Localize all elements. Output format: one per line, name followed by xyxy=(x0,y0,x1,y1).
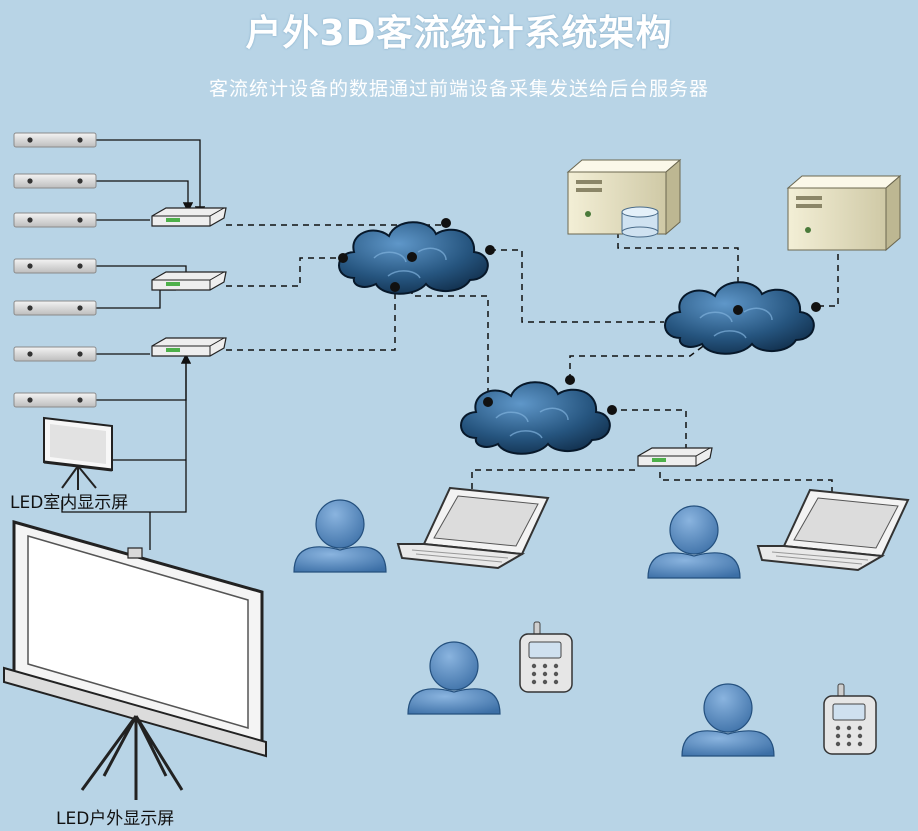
people-counter-6 xyxy=(13,346,97,362)
network-cloud-2 xyxy=(664,281,815,355)
user-3 xyxy=(407,641,501,715)
network-switch-3 xyxy=(151,337,227,357)
page-subtitle: 客流统计设备的数据通过前端设备采集发送给后台服务器 xyxy=(208,78,709,100)
people-counter-7 xyxy=(13,392,97,408)
network-cloud-3 xyxy=(460,381,611,455)
outdoor-led-screen xyxy=(3,520,267,800)
server-2 xyxy=(787,175,901,251)
network-switch-1 xyxy=(151,207,227,227)
user-1 xyxy=(293,499,387,573)
page-title: 户外3D客流统计系统架构 xyxy=(245,13,673,54)
network-switch-4 xyxy=(637,447,713,467)
mobile-phone-1 xyxy=(519,621,573,693)
laptop-2 xyxy=(757,489,909,571)
mobile-phone-2 xyxy=(823,683,877,755)
people-counter-4 xyxy=(13,258,97,274)
outdoor-screen-label: LED户外显示屏 xyxy=(56,809,175,829)
people-counter-3 xyxy=(13,212,97,228)
people-counter-5 xyxy=(13,300,97,316)
user-2 xyxy=(647,505,741,579)
people-counter-1 xyxy=(13,132,97,148)
user-4 xyxy=(681,683,775,757)
people-counter-2 xyxy=(13,173,97,189)
network-switch-2 xyxy=(151,271,227,291)
laptop-1 xyxy=(397,487,549,569)
database-icon xyxy=(621,206,659,238)
indoor-led-screen xyxy=(43,416,113,490)
indoor-screen-label: LED室内显示屏 xyxy=(10,493,129,513)
